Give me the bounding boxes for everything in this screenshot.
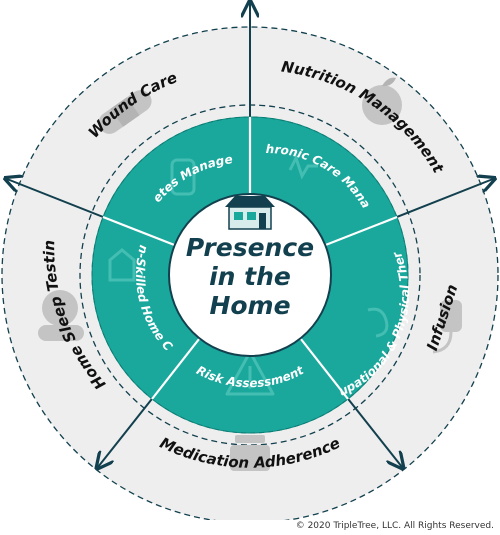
house-icon (225, 196, 275, 230)
center-title-line-1: Presence (186, 233, 314, 262)
apple-icon (362, 77, 402, 125)
presence-in-home-diagram: Presence in the Home Diabetes Management… (0, 0, 500, 520)
warning-icon (225, 350, 275, 396)
pill-bottle-icon (230, 435, 270, 471)
copyright-notice: © 2020 TripleTree, LLC. All Rights Reser… (295, 521, 494, 531)
inner-spokes (102, 117, 398, 400)
bandage-icon (98, 90, 152, 134)
center-title-line-3: Home (209, 291, 290, 320)
therapy-icon (367, 307, 389, 338)
sleep-icon (38, 290, 84, 341)
inner-ring-border (91, 116, 409, 434)
glucose-icon (170, 158, 196, 196)
iv-bag-icon (432, 300, 462, 354)
caregiver-icon (108, 248, 136, 282)
center-circle (168, 193, 332, 357)
heart-monitor-icon (288, 154, 318, 180)
center-title-line-2: in the (209, 262, 291, 291)
